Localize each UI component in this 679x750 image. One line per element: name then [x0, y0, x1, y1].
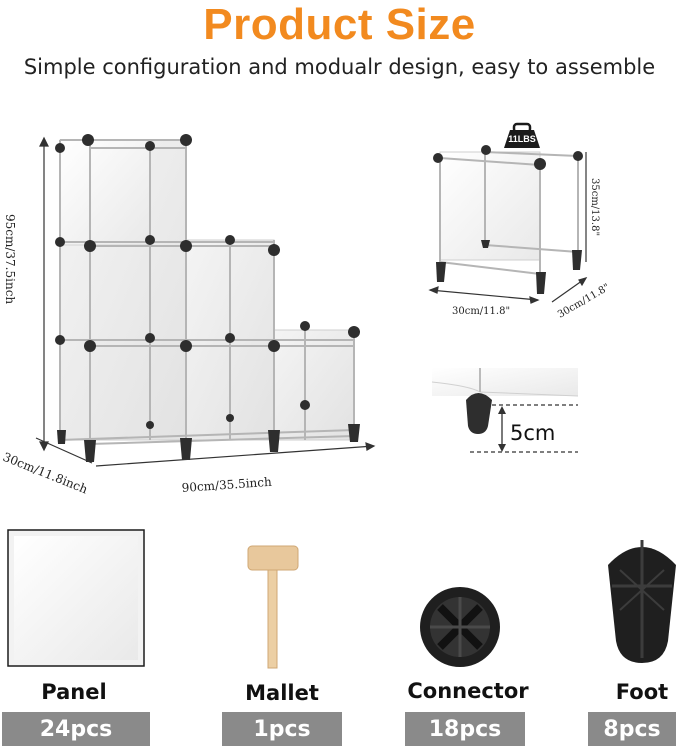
- cube-dimension-lines: [428, 152, 588, 304]
- foot-height-label: 5cm: [510, 421, 555, 445]
- cube-depth-label: 30cm/11.8": [556, 282, 612, 321]
- weight-icon: [504, 130, 540, 148]
- shelf-depth-label: 30cm/11.8inch: [1, 450, 90, 497]
- part-qty-mallet: 1pcs: [222, 712, 342, 746]
- cube-width-label: 30cm/11.8": [452, 306, 510, 317]
- page-title: Product Size: [203, 0, 476, 49]
- shelf-height-label: 95cm/37.5inch: [3, 214, 17, 304]
- single-cube-illustration: 11LBS: [433, 122, 583, 294]
- connector-part-image: [420, 587, 500, 667]
- mallet-part-image: [247, 545, 299, 669]
- cube-shelf-illustration: [55, 134, 360, 462]
- part-qty-connector: 18pcs: [405, 712, 525, 746]
- panel-part-image: [7, 529, 145, 667]
- part-qty-foot: 8pcs: [588, 712, 676, 746]
- part-name-connector: Connector: [407, 679, 529, 703]
- page-subtitle: Simple configuration and modualr design,…: [23, 55, 656, 79]
- shelf-width-label: 90cm/35.5inch: [181, 475, 272, 495]
- foot-part-image: [608, 540, 676, 663]
- shelf-dimension-lines: [35, 136, 376, 467]
- cube-height-label: 35cm/13.8": [589, 178, 600, 236]
- part-name-foot: Foot: [615, 680, 669, 704]
- part-name-mallet: Mallet: [245, 681, 319, 705]
- load-label: 11LBS: [508, 134, 536, 144]
- part-name-panel: Panel: [41, 680, 107, 704]
- part-qty-panel: 24pcs: [2, 712, 150, 746]
- foot-detail-illustration: 5cm: [431, 368, 579, 453]
